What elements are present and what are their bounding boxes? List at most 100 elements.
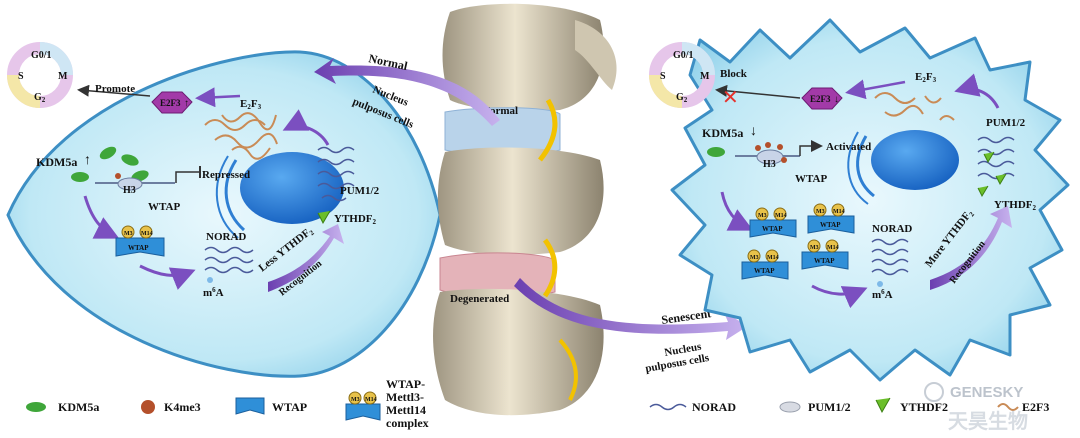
- left-e2f3-hex-label: E2F3: [160, 98, 181, 108]
- right-e2f3-hex-label: E2F3: [810, 94, 831, 104]
- genesky-logo-icon: [924, 382, 944, 402]
- right-e2f3-arrow: [845, 79, 906, 100]
- left-nucleus: [240, 152, 344, 224]
- svg-text:WTAP: WTAP: [820, 221, 841, 229]
- right-pum-norad: [977, 136, 1015, 180]
- right-kdm5a: [707, 147, 725, 157]
- legend-complex-swatch: M3 M14: [345, 391, 381, 421]
- svg-text:M14: M14: [833, 209, 845, 215]
- legend-ythdf2-swatch: [875, 397, 891, 414]
- watermark-latin: GENESKY: [950, 384, 1023, 401]
- svg-text:M3: M3: [124, 231, 133, 237]
- right-ythdf2-marker-1: [983, 151, 995, 164]
- vertebra-middle: [437, 147, 604, 256]
- left-cycle-m: M: [58, 71, 68, 82]
- left-kdm5a-2: [121, 154, 139, 166]
- right-cycle-s: S: [660, 71, 666, 82]
- left-histone-h3: H3: [95, 173, 175, 196]
- left-wtap-expression-arrow: [83, 195, 120, 239]
- legend-wtap-swatch: [235, 397, 265, 415]
- left-m6a-dot: [207, 277, 213, 283]
- left-e2f3-hexagon: E2F3 ↑: [151, 91, 193, 114]
- right-nucleus: [871, 130, 959, 190]
- svg-text:M14: M14: [767, 255, 779, 261]
- degenerated-disc-label: Degenerated: [450, 293, 509, 305]
- right-wtap-expression-arrow: [720, 191, 754, 231]
- left-pum-norad: [317, 146, 355, 202]
- senescent-label: Senescent: [660, 306, 711, 327]
- left-kdm5a-label: KDM5a: [36, 155, 77, 169]
- right-ythdf2-marker-2: [995, 173, 1007, 186]
- left-promote-label: Promote: [95, 83, 135, 95]
- right-block-arrow: [715, 84, 801, 99]
- svg-text:M14: M14: [775, 213, 787, 219]
- left-norad-label: NORAD: [206, 231, 246, 243]
- legend-e2f3-swatch: [997, 403, 1019, 411]
- right-norad-label: NORAD: [872, 223, 912, 235]
- legend-complex-line2: Mettl3-: [386, 390, 424, 404]
- nerve-root-lower: [558, 338, 578, 401]
- svg-text:M14: M14: [827, 245, 839, 251]
- watermark-cjk: 天昊生物: [948, 409, 1028, 433]
- legend-complex-line3: Mettl14: [386, 403, 426, 417]
- right-histone-h3: H3: [735, 142, 800, 170]
- left-cell-membrane: [6, 50, 442, 378]
- normal-to-left-arrow: [314, 58, 500, 126]
- right-cell-membrane: [670, 18, 1070, 382]
- right-cycle-g01: G0/1: [673, 50, 694, 61]
- vertebra-top: [442, 3, 604, 112]
- right-e2f3-mrna: [874, 92, 955, 121]
- left-pum-label: PUM1/2: [340, 185, 380, 197]
- right-wtap-gene-label: WTAP: [795, 173, 827, 185]
- right-kdm5a-down-arrow: ↓: [750, 124, 757, 139]
- svg-text:M3: M3: [351, 397, 360, 403]
- left-cycle-s: S: [18, 71, 24, 82]
- left-ythdf2-marker: [317, 210, 331, 225]
- legend-e2f3-label: E2F3: [1022, 400, 1049, 414]
- nerve-root-bottom: [542, 238, 558, 298]
- left-cycle-g2: G2: [34, 92, 46, 104]
- right-e2f3-down-arrow: ↓: [834, 94, 839, 105]
- right-activated-mark: [799, 140, 823, 156]
- legend-k4me3-swatch: [141, 400, 155, 414]
- left-wtap-complex: M3 M14 WTAP: [115, 225, 165, 257]
- legend-kdm5a-swatch: [26, 402, 46, 412]
- legend-pum-swatch: [779, 401, 801, 413]
- left-pum-arrow: [282, 109, 330, 146]
- svg-text:WTAP: WTAP: [762, 225, 783, 233]
- right-cycle-m: M: [700, 71, 710, 82]
- left-cycle-g01: G0/1: [31, 50, 52, 61]
- right-cell: G0/1 S M G2 Block ✕ E2F3 ↓ E2F3 PUM1/2: [649, 18, 1070, 382]
- right-norad-rna: [871, 238, 909, 276]
- left-ythdf2-label: YTHDF2: [334, 213, 377, 226]
- left-kdm5a-3: [71, 172, 89, 182]
- left-repressed-label: Repressed: [202, 169, 250, 181]
- svg-text:M14: M14: [365, 397, 377, 403]
- right-m6a-label: m6A: [872, 288, 893, 301]
- right-recognition-arrow: [930, 206, 1012, 290]
- right-cell-cycle-ring: G0/1 S M G2: [649, 42, 715, 108]
- spinous-process-top: [575, 20, 617, 90]
- right-pum-arrow: [954, 73, 1000, 109]
- right-kdm5a-label: KDM5a: [702, 126, 743, 140]
- left-wtap-gene-label: WTAP: [148, 201, 180, 213]
- right-block-label: Block: [720, 68, 748, 80]
- left-kdm5a-up-arrow: ↑: [84, 153, 91, 168]
- nerve-root-top: [538, 98, 558, 162]
- svg-text:WTAP: WTAP: [128, 244, 149, 252]
- right-m6a-dot: [877, 281, 883, 287]
- svg-text:WTAP: WTAP: [814, 257, 835, 265]
- left-m6a-label: m6A: [203, 286, 224, 299]
- left-kdm5a-1: [99, 146, 117, 160]
- right-ythdf2-marker-3: [977, 185, 989, 198]
- left-e2f3-arrow: [195, 87, 241, 108]
- right-m6a-arrow: [811, 284, 868, 309]
- legend-pum-label: PUM1/2: [808, 400, 851, 414]
- legend-complex-line1: WTAP-: [386, 377, 425, 391]
- left-e2f3-mrna: [204, 112, 278, 160]
- legend-kdm5a-label: KDM5a: [58, 400, 99, 414]
- legend-k4me3-label: K4me3: [164, 400, 201, 414]
